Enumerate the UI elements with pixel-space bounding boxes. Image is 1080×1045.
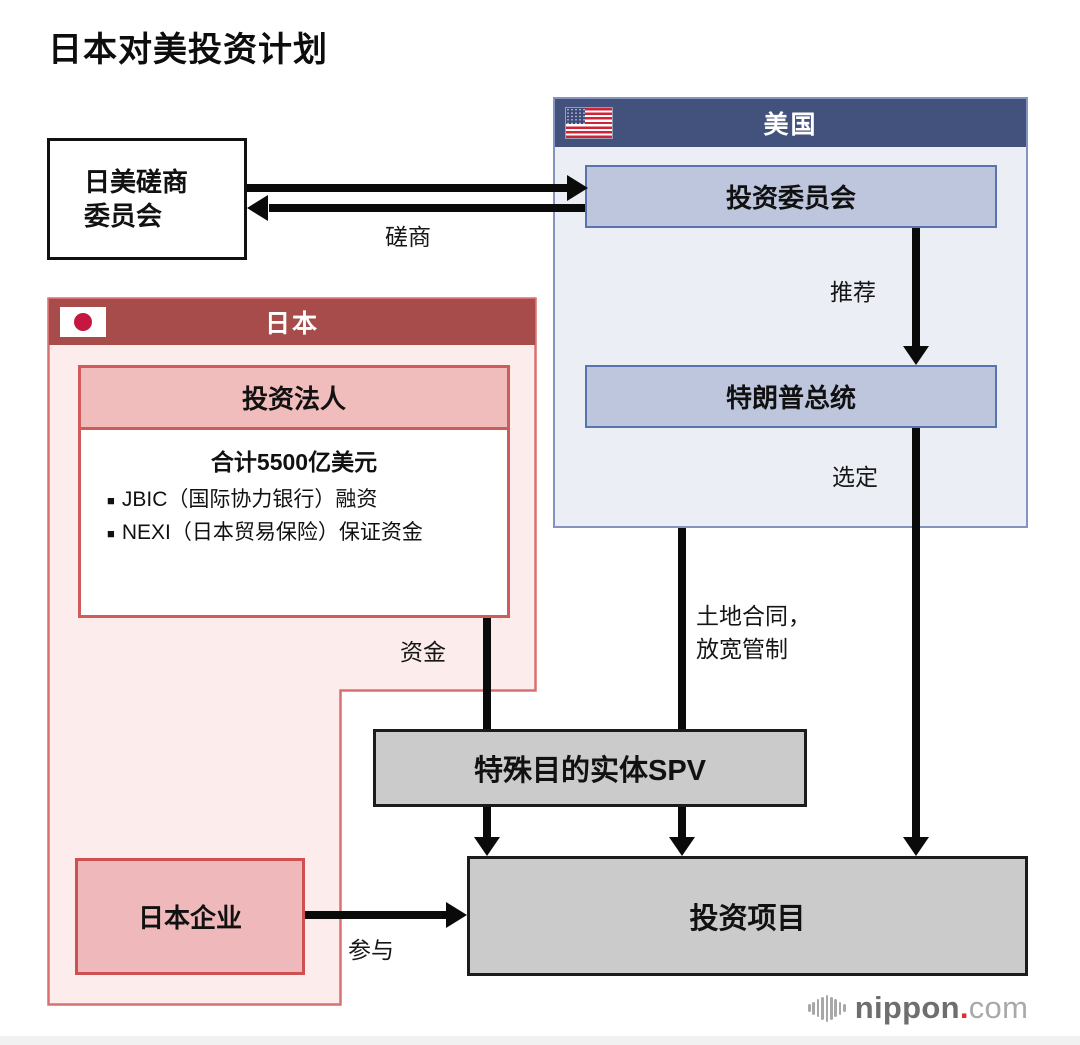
- label-land-line2: 放宽管制: [696, 636, 788, 663]
- label-land-line1: 土地合同，: [696, 603, 811, 629]
- arrow-us-to-consult-line: [269, 204, 585, 212]
- funds-total: 合计5500亿美元: [210, 449, 378, 475]
- president-trump-box: 特朗普总统: [585, 365, 997, 428]
- logo-wordmark: nippon . com: [855, 990, 1028, 1026]
- arrow-participate-line: [305, 911, 446, 919]
- funding-bullet-text: NEXI（日本贸易保险）保证资金: [121, 520, 423, 544]
- us-section-title: 美国: [763, 111, 818, 139]
- us-flag-canton: [566, 108, 585, 125]
- arrow-participate-head: [446, 902, 467, 928]
- consult-committee-line2: 委员会: [84, 201, 163, 231]
- consult-committee-box: 日美磋商 委员会: [47, 138, 247, 260]
- funding-bullet-jbic: ■ JBIC（国际协力银行）融资: [107, 486, 507, 515]
- label-land-contract: 土地合同， 放宽管制: [696, 600, 811, 667]
- japan-section-header: 日本: [49, 299, 535, 345]
- japan-section-title: 日本: [264, 310, 319, 338]
- arrow-recommend-head: [903, 346, 929, 365]
- arrow-consult-to-us-line: [247, 184, 569, 192]
- square-bullet-icon: ■: [107, 525, 115, 541]
- japan-flag-sun: [74, 313, 92, 331]
- arrow-consult-to-us-head: [567, 175, 588, 201]
- investment-entity-box: 投资法人: [78, 365, 510, 430]
- japan-flag-icon: [60, 307, 106, 337]
- logo-dot: .: [959, 990, 969, 1025]
- funding-bullet-text: JBIC（国际协力银行）融资: [121, 488, 378, 511]
- nippon-com-logo: nippon . com: [808, 990, 1028, 1026]
- arrow-recommend-line: [912, 228, 920, 348]
- funds-detail-box: 合计5500亿美元 ■ JBIC（国际协力银行）融资 ■ NEXI（日本贸易保险…: [78, 427, 510, 618]
- spv-box: 特殊目的实体SPV: [373, 729, 807, 807]
- arrow-spv-to-project-left-line: [483, 807, 491, 838]
- investment-project-box: 投资项目: [467, 856, 1028, 976]
- label-select: 选定: [832, 464, 878, 490]
- line-funds-to-spv: [483, 618, 491, 729]
- arrow-spv-to-project-left-head: [474, 837, 500, 856]
- bottom-strip: [0, 1036, 1080, 1045]
- label-recommend: 推荐: [830, 279, 876, 305]
- arrow-us-to-consult-head: [247, 195, 268, 221]
- us-section-header: 美国: [555, 99, 1026, 147]
- label-consult: 磋商: [385, 224, 431, 250]
- logo-brand: nippon: [854, 990, 960, 1025]
- label-participate: 参与: [348, 937, 394, 963]
- arrow-select-head: [903, 837, 929, 856]
- investment-committee-box: 投资委员会: [585, 165, 997, 228]
- funding-bullet-nexi: ■ NEXI（日本贸易保险）保证资金: [107, 519, 507, 548]
- logo-tld: com: [968, 990, 1029, 1025]
- consult-committee-line1: 日美磋商: [84, 166, 189, 197]
- us-flag-icon: [566, 108, 612, 138]
- soundwave-icon: [808, 994, 846, 1022]
- line-us-to-spv: [678, 528, 686, 729]
- japan-company-box: 日本企业: [75, 858, 305, 975]
- arrow-spv-to-project-right-head: [669, 837, 695, 856]
- us-region-container: 美国: [553, 97, 1028, 528]
- square-bullet-icon: ■: [107, 493, 115, 508]
- arrow-select-line: [912, 428, 920, 838]
- arrow-spv-to-project-right-line: [678, 807, 686, 838]
- label-funds: 资金: [400, 639, 446, 665]
- page-title: 日本对美投资计划: [48, 31, 328, 69]
